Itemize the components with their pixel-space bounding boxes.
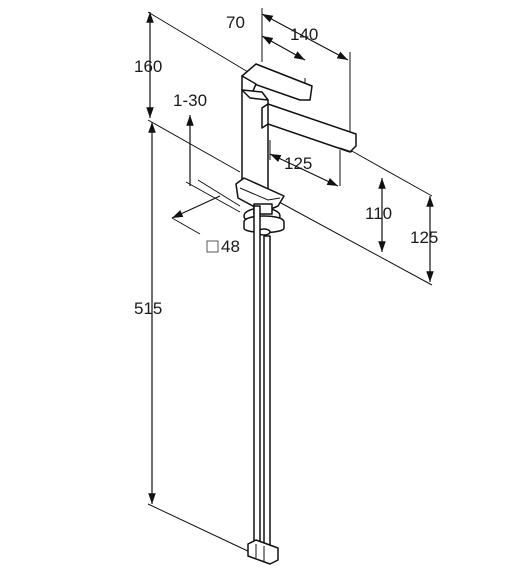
extension-lines [147,8,433,286]
dimension-label-140: 140 [290,25,318,44]
dimension-label-1-30: 1-30 [173,91,207,110]
dimension-label-125-height: 125 [410,228,438,247]
hose-fitting [247,539,279,565]
dimension-48: 48 [171,195,240,256]
dimension-140: 140 [261,13,349,61]
dimension-label-160: 160 [134,57,162,76]
dimension-125-height: 125 [410,196,438,282]
faucet-column [241,89,269,193]
spout [261,103,357,153]
dimension-515: 515 [134,122,253,554]
dimension-label-515: 515 [134,299,162,318]
dimension-label-110: 110 [365,204,392,223]
faucet-body [235,63,357,565]
dimension-110: 110 [365,178,392,252]
supply-hoses [253,205,271,547]
dimension-label-48: 48 [221,237,240,256]
dimension-1-30: 1-30 [173,91,207,186]
dimension-label-70: 70 [226,13,245,32]
dimension-125-spout: 125 [269,153,339,187]
dimension-160: 160 [134,11,162,118]
square-outline-icon [206,240,219,253]
dimension-label-125-spout: 125 [284,154,312,173]
